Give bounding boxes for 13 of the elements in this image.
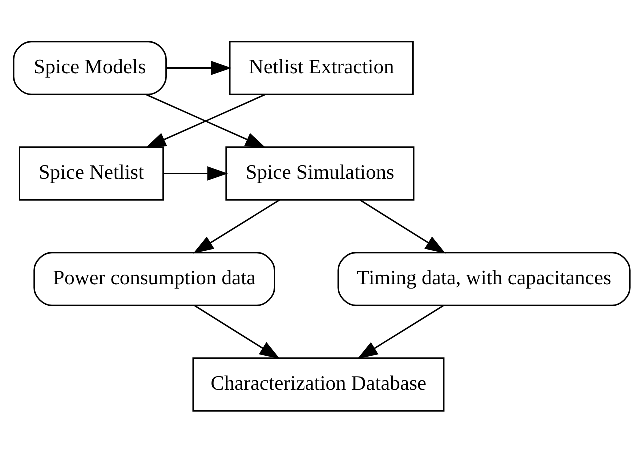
arrow bbox=[357, 305, 444, 360]
arrow bbox=[193, 200, 280, 254]
arrow bbox=[360, 200, 446, 254]
node-box: Spice Models bbox=[13, 41, 168, 96]
node-box: Netlist Extraction bbox=[229, 41, 414, 96]
node-box: Characterization Database bbox=[192, 358, 445, 412]
arrow bbox=[166, 61, 232, 76]
node-box: Spice Simulations bbox=[226, 146, 415, 201]
arrow bbox=[163, 166, 228, 181]
arrow bbox=[194, 305, 280, 360]
node-box: Power consumption data bbox=[34, 252, 276, 306]
node-box: Spice Netlist bbox=[19, 146, 164, 201]
node-box: Timing data, with capacitances bbox=[338, 252, 631, 306]
